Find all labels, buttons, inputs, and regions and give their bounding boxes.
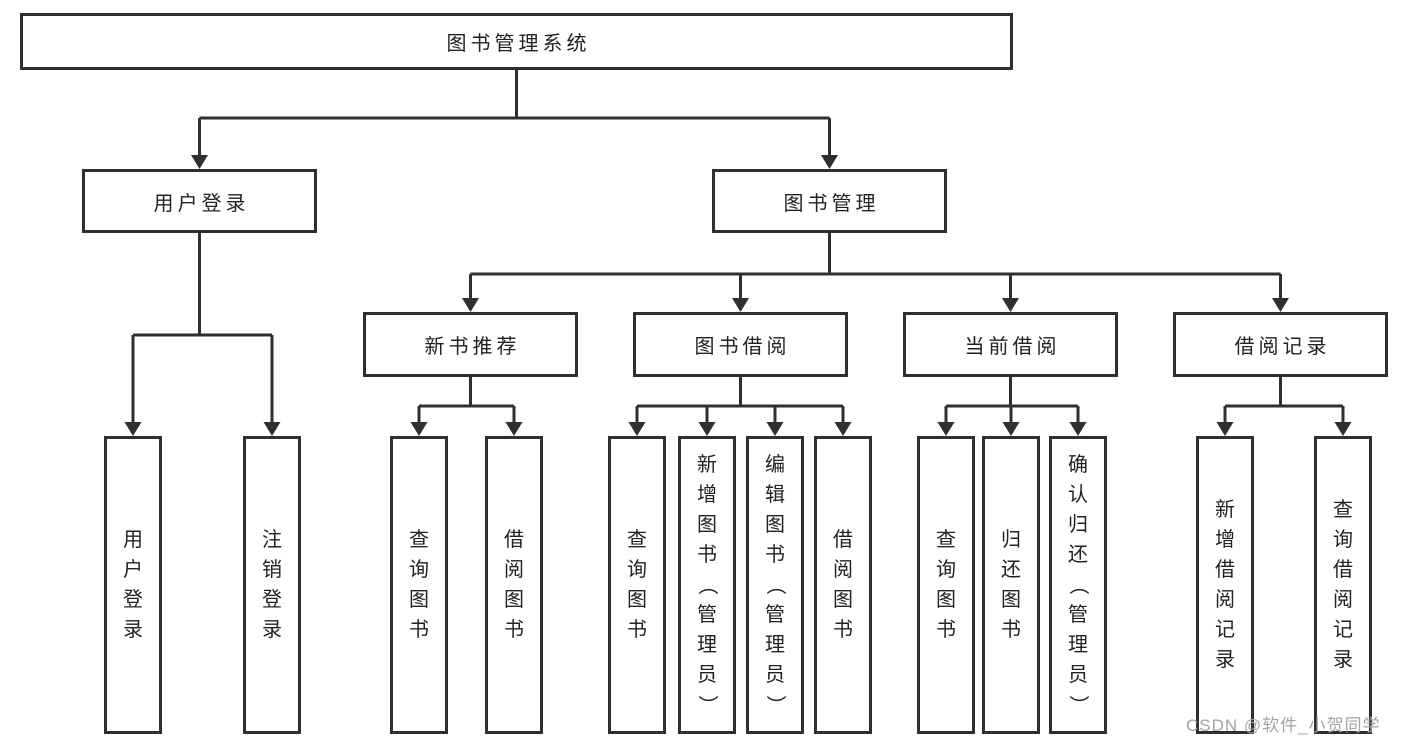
leaf-logout-login: 注销登录 [243,436,301,734]
arrowhead [1216,422,1234,436]
arrowhead [263,422,281,436]
leaf-borrow-books-borrow-label: 借阅图书 [833,529,853,641]
leaf-add-borrow-record: 新增借阅记录 [1196,436,1254,734]
leaf-query-books-current: 查询图书 [917,436,975,734]
node-book-borrow: 图书借阅 [633,312,848,377]
leaf-borrow-books-recommend-label: 借阅图书 [504,529,524,641]
connector-userlogin-to-leaves [124,233,281,436]
arrowhead [124,422,142,436]
leaf-logout-login-label: 注销登录 [262,529,282,641]
leaf-query-borrow-record-label: 查询借阅记录 [1333,499,1353,671]
arrowhead [937,422,955,436]
leaf-query-borrow-record: 查询借阅记录 [1314,436,1372,734]
connector-newbookrec-to-leaves [410,377,523,436]
connector-bookmgmt-to-level3 [462,233,1289,312]
arrowhead [505,422,523,436]
leaf-query-books-recommend: 查询图书 [390,436,448,734]
node-user-login-label: 用户登录 [153,192,250,215]
arrowhead [1002,422,1020,436]
arrowhead [821,155,838,169]
node-book-borrow-label: 图书借阅 [694,336,791,358]
node-borrow-records-label: 借阅记录 [1234,336,1331,358]
node-library-system: 图书管理系统 [20,13,1013,70]
arrowhead [410,422,428,436]
leaf-return-book: 归还图书 [982,436,1040,734]
leaf-user-login-label: 用户登录 [123,529,143,641]
node-new-book-recommend: 新书推荐 [363,312,578,377]
node-borrow-records: 借阅记录 [1173,312,1388,377]
leaf-edit-book-admin-label: 编辑图书（管理员） [764,454,786,715]
node-library-system-label: 图书管理系统 [446,33,591,55]
leaf-add-book-admin-label: 新增图书（管理员） [696,454,718,715]
arrowhead [698,422,716,436]
node-new-book-recommend-label: 新书推荐 [424,336,521,358]
leaf-borrow-books-borrow: 借阅图书 [814,436,872,734]
connector-root-to-level2 [191,70,838,169]
leaf-query-books-recommend-label: 查询图书 [409,529,429,641]
connector-currentborrow-to-leaves [937,377,1087,436]
node-book-management-label: 图书管理 [783,192,880,215]
node-current-borrow: 当前借阅 [903,312,1118,377]
leaf-query-books-borrow: 查询图书 [608,436,666,734]
leaf-user-login: 用户登录 [104,436,162,734]
arrowhead [191,155,208,169]
arrowhead [1272,298,1289,312]
arrowhead [1069,422,1087,436]
leaf-query-books-current-label: 查询图书 [936,529,956,641]
arrowhead [1334,422,1352,436]
leaf-edit-book-admin: 编辑图书（管理员） [746,436,804,734]
leaf-add-book-admin: 新增图书（管理员） [678,436,736,734]
node-current-borrow-label: 当前借阅 [964,336,1061,358]
arrowhead [462,298,479,312]
leaf-query-books-borrow-label: 查询图书 [627,529,647,641]
arrowhead [1002,298,1019,312]
leaf-return-book-label: 归还图书 [1001,529,1021,641]
csdn-watermark: CSDN @软件_小贺同学 [1186,716,1381,735]
arrowhead [766,422,784,436]
arrowhead [628,422,646,436]
node-user-login: 用户登录 [82,169,317,233]
arrowhead [732,298,749,312]
leaf-confirm-return-admin-label: 确认归还（管理员） [1067,454,1089,715]
connector-bookborrow-to-leaves [628,377,852,436]
leaf-borrow-books-recommend: 借阅图书 [485,436,543,734]
arrowhead [834,422,852,436]
leaf-confirm-return-admin: 确认归还（管理员） [1049,436,1107,734]
leaf-add-borrow-record-label: 新增借阅记录 [1215,499,1235,671]
connector-borrowrecord-to-leaves [1216,377,1352,436]
node-book-management: 图书管理 [712,169,947,233]
